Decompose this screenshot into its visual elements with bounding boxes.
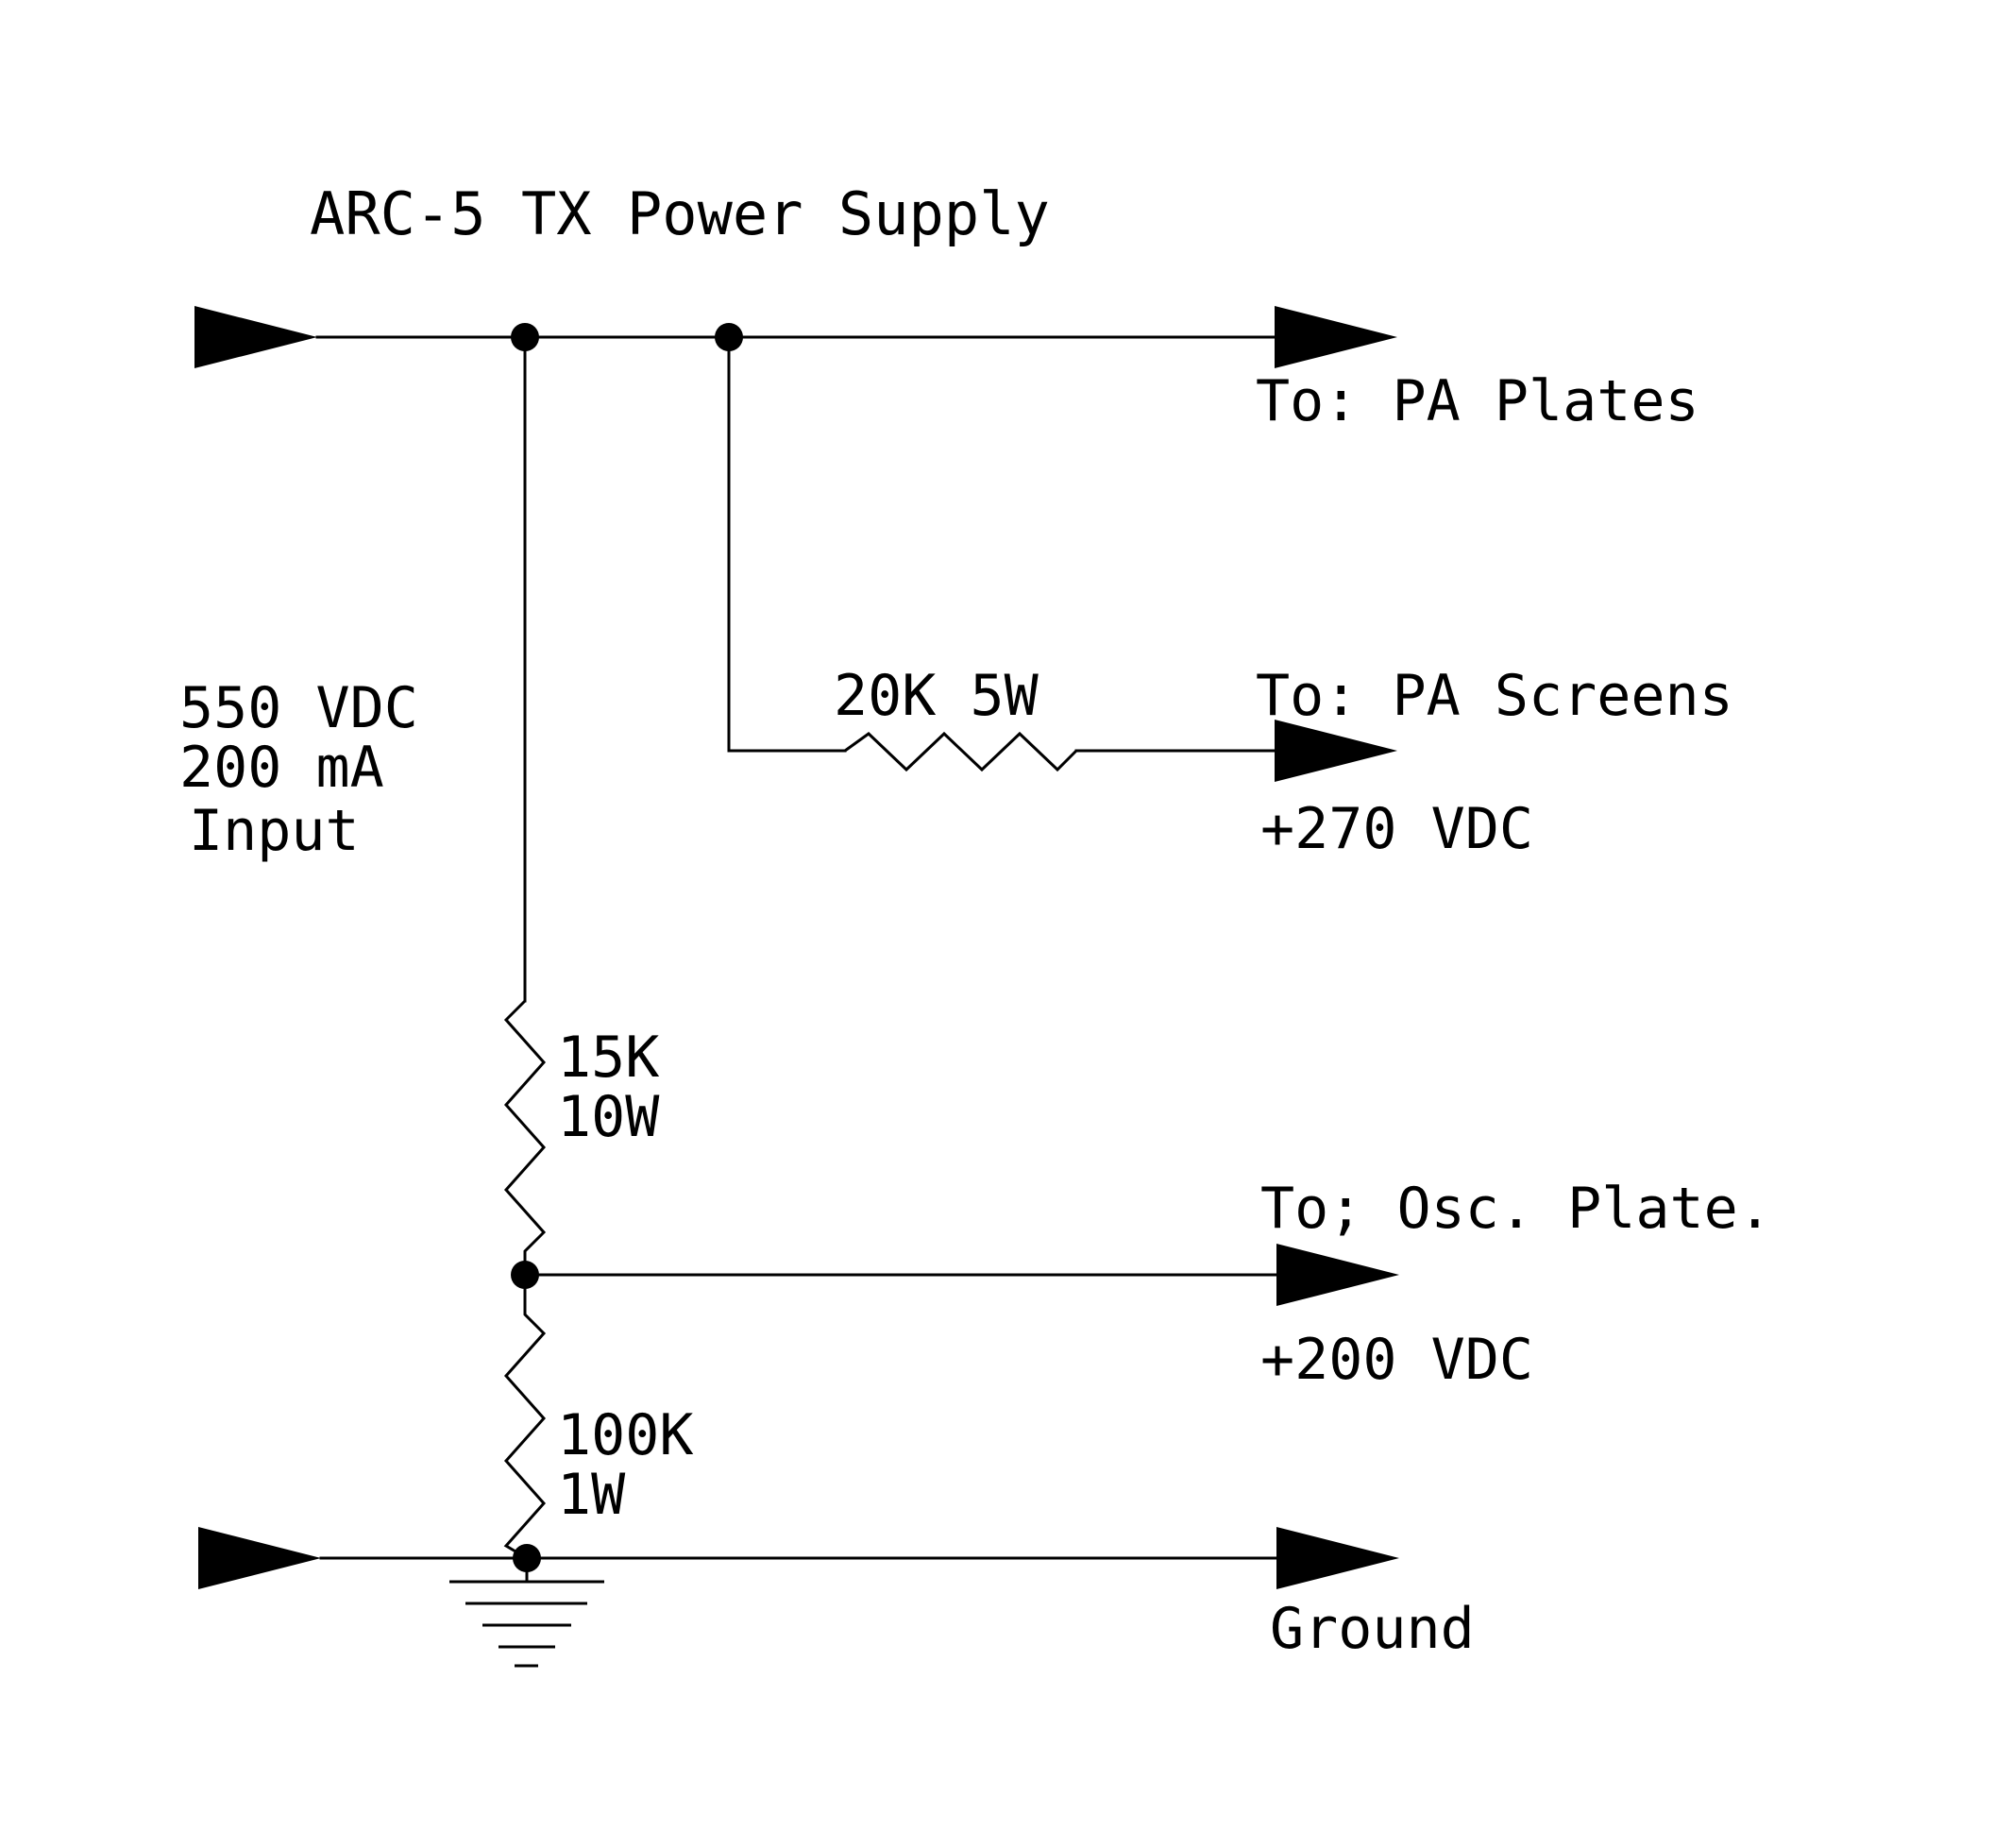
- label-input-voltage: 550 VDC: [179, 675, 418, 741]
- ground-symbol-icon: [449, 1558, 604, 1668]
- output-arrow-pa-screens: [1275, 720, 1397, 782]
- label-resistor-100k-value: 100K: [557, 1402, 694, 1468]
- label-resistor-15k-value: 15K: [557, 1025, 659, 1091]
- label-ground: Ground: [1270, 1596, 1475, 1662]
- output-arrow-ground: [1276, 1527, 1399, 1589]
- output-arrow-osc-plate: [1276, 1244, 1399, 1306]
- label-input: Input: [189, 798, 360, 864]
- label-pa-screens: To: PA Screens: [1256, 663, 1733, 729]
- input-arrow-positive: [194, 306, 317, 368]
- label-osc-voltage: +200 VDC: [1260, 1327, 1533, 1393]
- label-pa-plates: To: PA Plates: [1256, 368, 1699, 434]
- output-arrow-pa-plates: [1275, 306, 1397, 368]
- resistor-100k-1w: [503, 1275, 547, 1560]
- label-screens-voltage: +270 VDC: [1260, 796, 1533, 862]
- label-resistor-100k-power: 1W: [557, 1462, 626, 1528]
- resistor-20k-5w: [844, 731, 1078, 772]
- resistor-15k-10w: [503, 999, 547, 1275]
- input-arrow-ground: [198, 1527, 321, 1589]
- label-resistor-20k: 20K 5W: [834, 663, 1039, 729]
- label-osc-plate: To; Osc. Plate.: [1260, 1176, 1772, 1242]
- diagram-title: ARC-5 TX Power Supply: [310, 179, 1050, 248]
- label-input-current: 200 mA: [179, 735, 384, 801]
- label-resistor-15k-power: 10W: [557, 1084, 660, 1150]
